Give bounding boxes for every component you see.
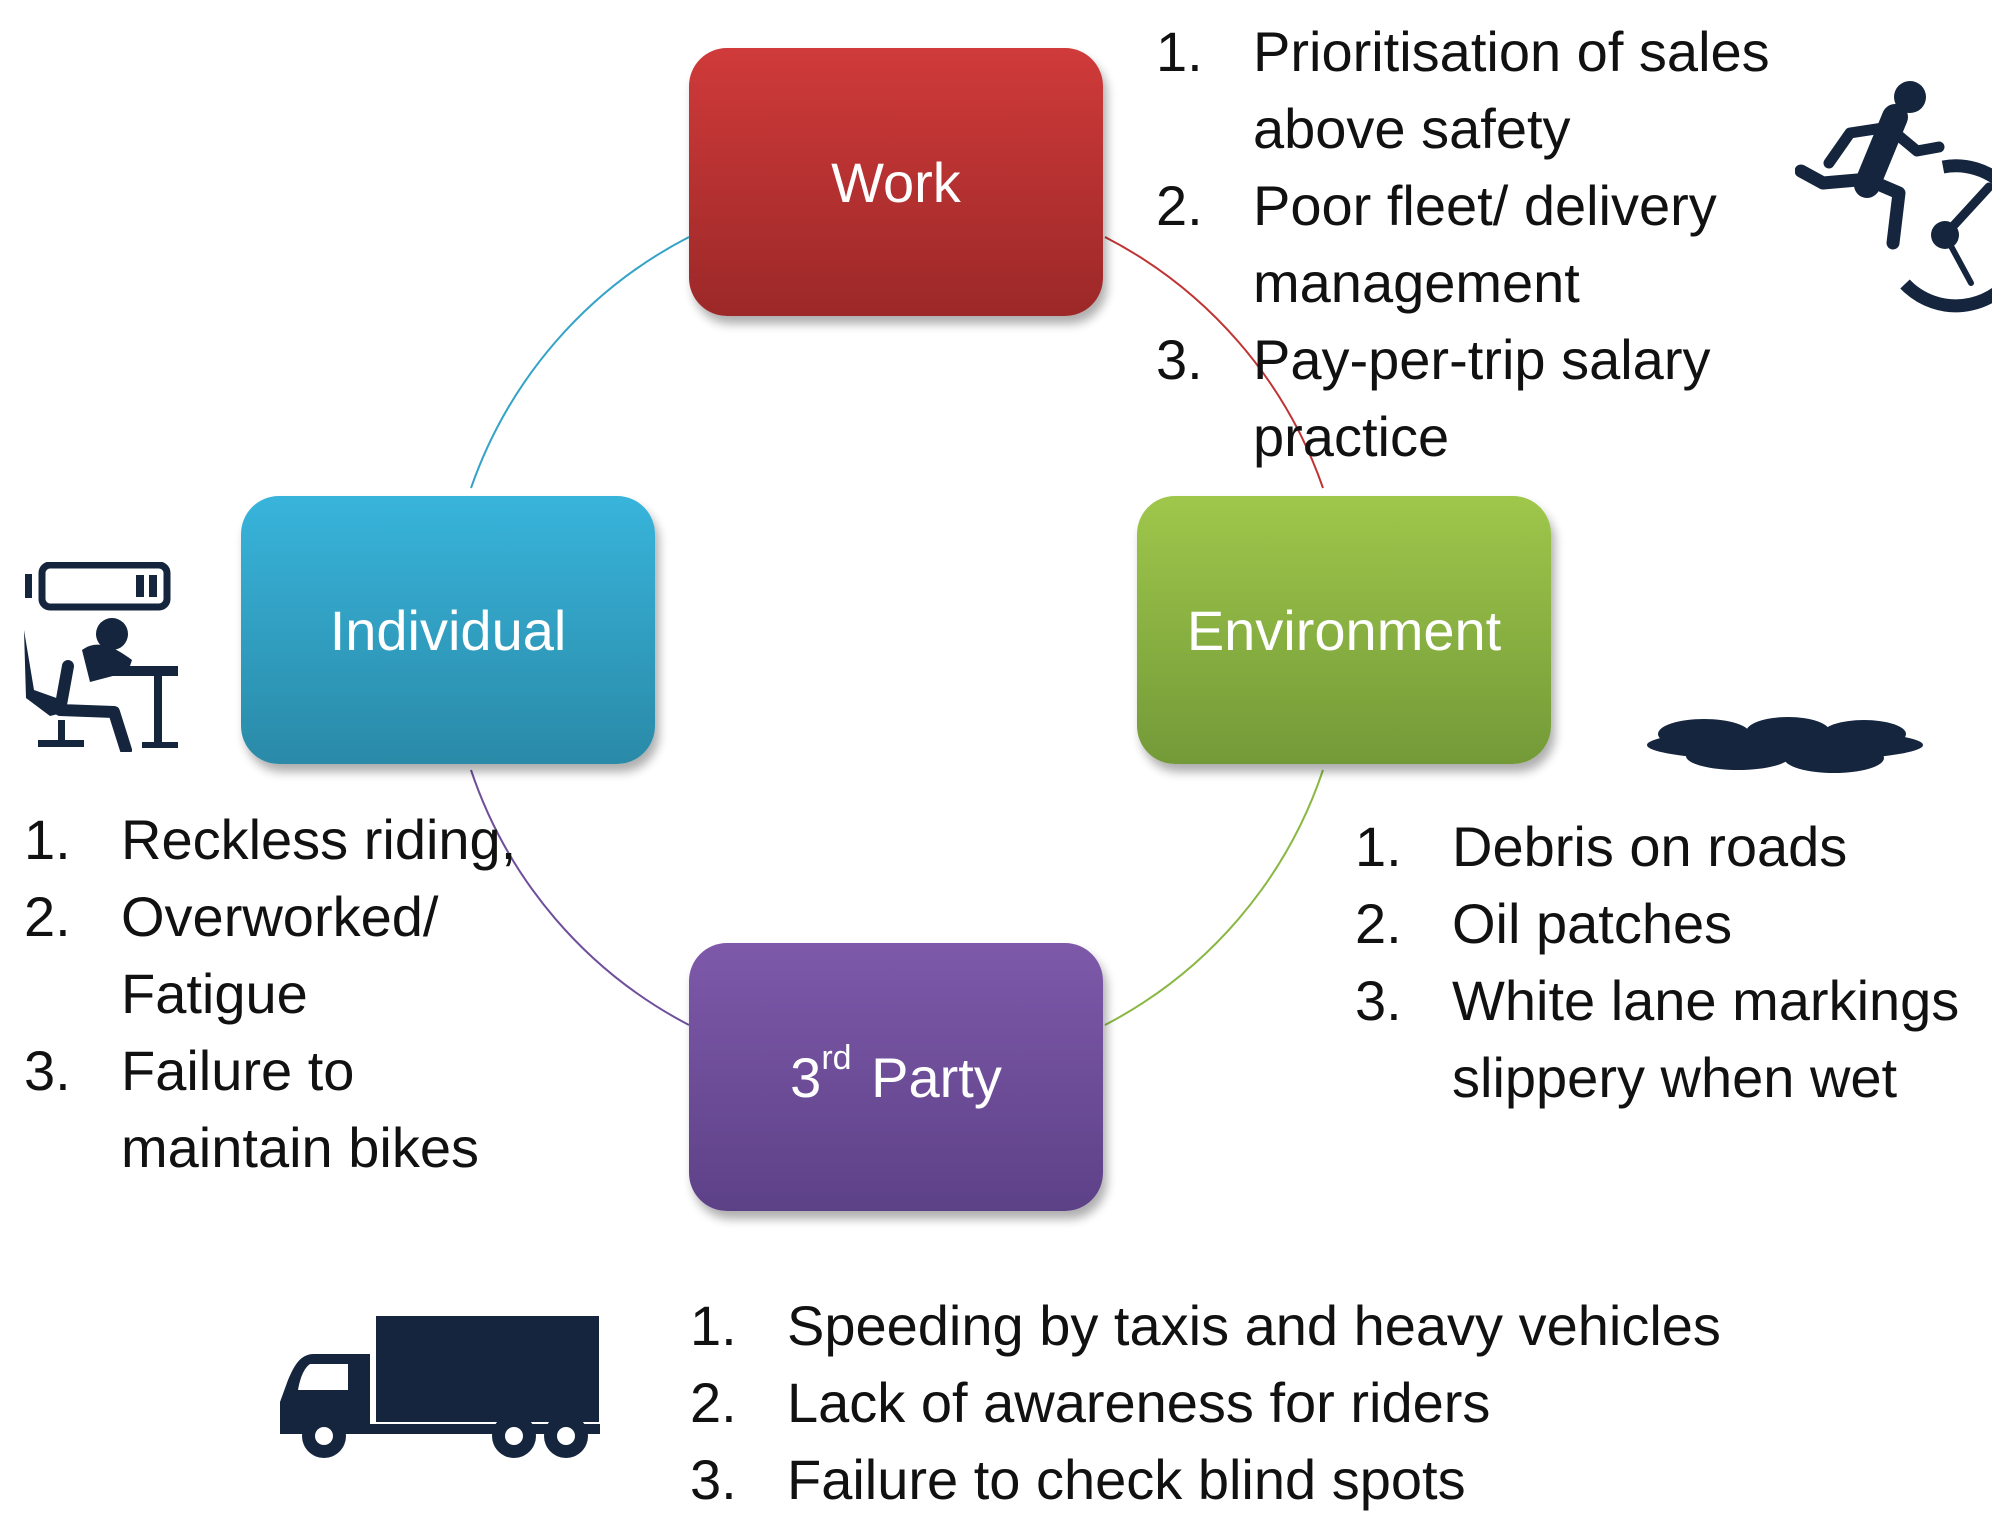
list-number: 3.	[690, 1448, 737, 1511]
list-number: 2.	[690, 1371, 737, 1434]
list-number: 1.	[1355, 815, 1402, 878]
ring-arc-third-party-individual	[470, 769, 690, 1026]
individual-factor-list: 1. Reckless riding, 2. Overworked/ Fatigue…	[24, 801, 541, 1186]
node-third-party-label-sup: rd	[821, 1038, 852, 1077]
list-number: 1.	[1156, 20, 1203, 83]
list-text: Pay-per-trip salary practice	[1253, 328, 1711, 468]
third-party-factor-item: 2. Lack of awareness for riders	[690, 1364, 1887, 1441]
node-third-party-label-rest: Party	[871, 1045, 1002, 1109]
list-number: 3.	[1156, 328, 1203, 391]
environment-factor-item: 1. Debris on roads	[1355, 808, 1992, 885]
running-person-clock-icon	[1795, 81, 1992, 313]
third-party-factor-item: 3. Failure to check blind spots	[690, 1441, 1887, 1518]
individual-factor-item: 3. Failure to maintain bikes	[24, 1032, 541, 1186]
list-number: 3.	[24, 1039, 71, 1102]
list-number: 2.	[1156, 174, 1203, 237]
list-text: White lane markings slippery when wet	[1452, 969, 1960, 1109]
list-text: Speeding by taxis and heavy vehicles	[787, 1294, 1721, 1357]
third-party-factor-list: 1. Speeding by taxis and heavy vehicles 2…	[690, 1287, 1887, 1518]
list-text: Failure to check blind spots	[787, 1448, 1466, 1511]
node-individual-label: Individual	[329, 598, 567, 662]
work-factor-item: 2. Poor fleet/ delivery management	[1156, 167, 1913, 321]
puddle-icon	[1647, 717, 1923, 773]
list-text: Prioritisation of sales above safety	[1253, 20, 1770, 160]
environment-factor-list: 1. Debris on roads 2. Oil patches 3. White …	[1355, 808, 1992, 1116]
list-number: 1.	[690, 1294, 737, 1357]
node-third-party-label-main: 3	[790, 1045, 822, 1109]
node-individual: Individual	[241, 496, 655, 764]
node-environment-label: Environment	[1186, 598, 1502, 662]
list-number: 2.	[1355, 892, 1402, 955]
node-environment: Environment	[1137, 496, 1551, 764]
truck-icon	[280, 1316, 600, 1458]
work-factor-list: 1. Prioritisation of sales above safety 2…	[1156, 13, 1913, 475]
list-text: Lack of awareness for riders	[787, 1371, 1491, 1434]
list-text: Debris on roads	[1452, 815, 1848, 878]
individual-factor-item: 2. Overworked/ Fatigue	[24, 878, 541, 1032]
ring-arc-work-environment	[1104, 236, 1324, 489]
individual-factor-item: 1. Reckless riding,	[24, 801, 541, 878]
list-text: Reckless riding,	[121, 808, 517, 871]
node-third-party: 3rd Party	[689, 943, 1103, 1211]
work-factor-item: 3. Pay-per-trip salary practice	[1156, 321, 1913, 475]
list-text: Poor fleet/ delivery management	[1253, 174, 1717, 314]
work-factor-item: 1. Prioritisation of sales above safety	[1156, 13, 1913, 167]
node-third-party-label: 3rd Party	[790, 1039, 1002, 1110]
list-text: Overworked/ Fatigue	[121, 885, 439, 1025]
list-text: Failure to maintain bikes	[121, 1039, 479, 1179]
ring-arc-environment-third-party	[1104, 769, 1324, 1026]
list-number: 2.	[24, 885, 71, 948]
list-number: 3.	[1355, 969, 1402, 1032]
environment-factor-item: 2. Oil patches	[1355, 885, 1992, 962]
third-party-factor-item: 1. Speeding by taxis and heavy vehicles	[690, 1287, 1887, 1364]
ring-arc-individual-work	[470, 236, 690, 489]
list-number: 1.	[24, 808, 71, 871]
list-text: Oil patches	[1452, 892, 1733, 955]
exhausted-worker-at-desk-icon	[24, 562, 178, 752]
node-work-label: Work	[831, 150, 961, 214]
node-work: Work	[689, 48, 1103, 316]
environment-factor-item: 3. White lane markings slippery when wet	[1355, 962, 1992, 1116]
